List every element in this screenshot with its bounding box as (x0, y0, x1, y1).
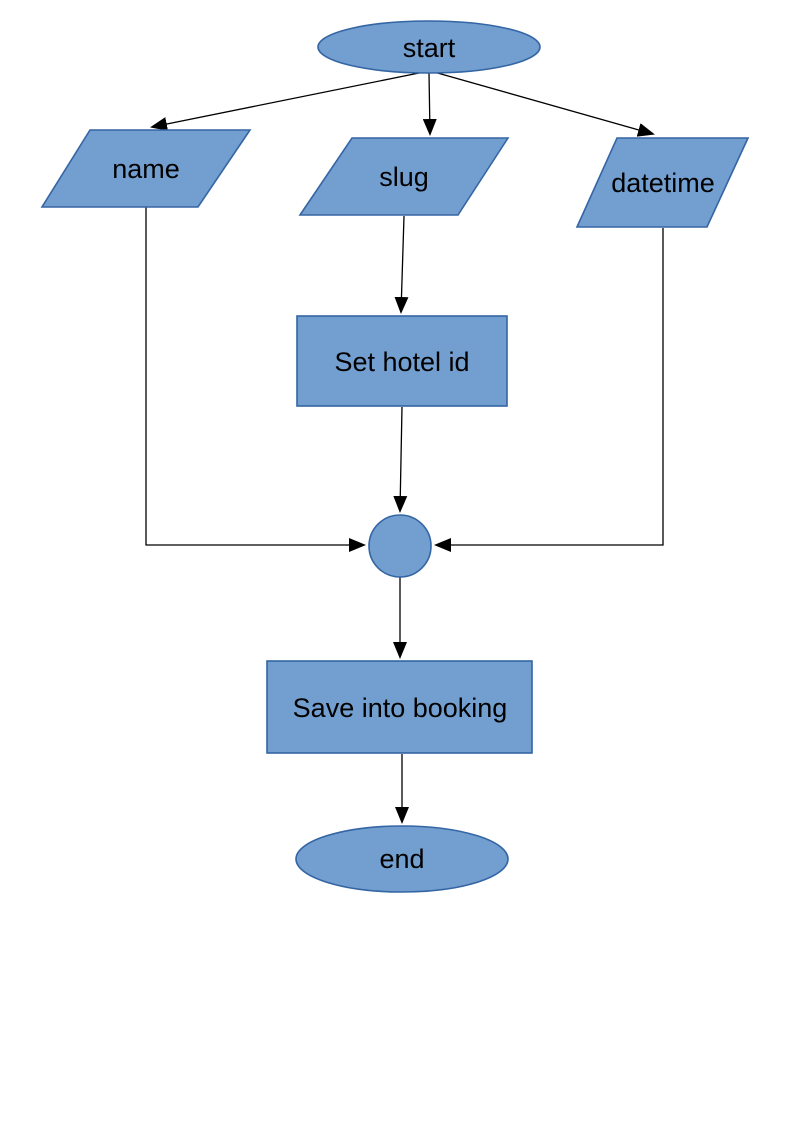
node-save-into-booking: Save into booking (266, 660, 533, 754)
edge-start-datetime (433, 71, 655, 137)
node-label-datetime: datetime (611, 168, 715, 198)
node-merge-point (368, 514, 432, 578)
node-label-save-into-booking: Save into booking (293, 693, 508, 723)
node-start: start (317, 20, 541, 74)
edge-datetime-merge (434, 228, 664, 552)
edge-slug-set-hotel-id (394, 215, 409, 314)
save-into-booking-rect-shape (266, 660, 533, 754)
merge-circle-shape (368, 514, 432, 578)
set-hotel-id-rect-shape (296, 315, 508, 407)
edge-set-hotel-id-merge (393, 406, 408, 513)
start-ellipse-shape (317, 20, 541, 74)
node-name: name (40, 129, 252, 208)
node-set-hotel-id: Set hotel id (296, 315, 508, 407)
edge-start-name (150, 71, 425, 131)
edges-layer (145, 71, 664, 824)
node-label-name: name (112, 154, 180, 184)
node-label-start: start (403, 33, 456, 63)
end-ellipse-shape (295, 825, 509, 893)
node-end: end (295, 825, 509, 893)
edge-start-slug (422, 72, 437, 136)
slug-parallelogram-shape (298, 137, 510, 216)
edge-name-merge (145, 207, 366, 552)
node-label-end: end (379, 844, 424, 874)
datetime-parallelogram-shape (575, 137, 750, 228)
node-label-set-hotel-id: Set hotel id (334, 347, 469, 377)
node-datetime: datetime (575, 137, 750, 228)
name-parallelogram-shape (40, 129, 252, 208)
node-slug: slug (298, 137, 510, 216)
node-label-slug: slug (379, 162, 429, 192)
